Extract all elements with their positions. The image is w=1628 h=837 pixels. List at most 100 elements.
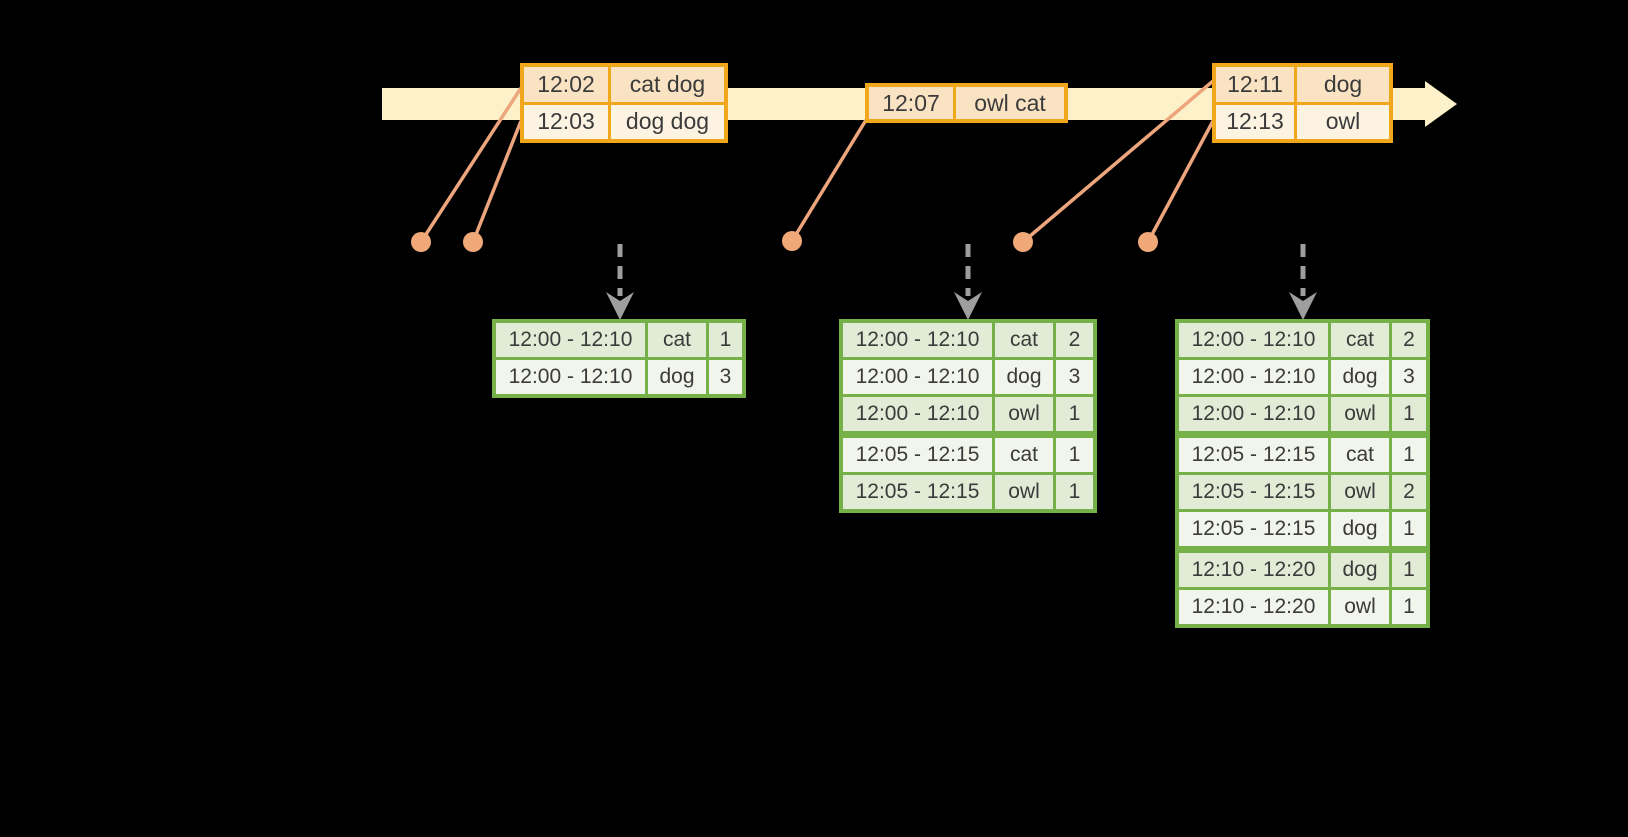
result-row: 12:00 - 12:10 cat 2 bbox=[1179, 323, 1426, 357]
result-row: 12:10 - 12:20 owl 1 bbox=[1179, 590, 1426, 624]
connector-line bbox=[419, 87, 523, 243]
connector-line bbox=[1021, 79, 1215, 244]
result-count: 3 bbox=[1392, 360, 1426, 394]
event-words: dog dog bbox=[611, 104, 724, 139]
result-table-2: 12:00 - 12:10 cat 2 12:00 - 12:10 dog 3 … bbox=[839, 319, 1097, 513]
result-row: 12:05 - 12:15 owl 2 bbox=[1179, 475, 1426, 509]
result-table-3: 12:00 - 12:10 cat 2 12:00 - 12:10 dog 3 … bbox=[1175, 319, 1430, 628]
event-dot bbox=[1138, 232, 1158, 252]
result-count: 1 bbox=[1056, 438, 1093, 472]
result-window: 12:05 - 12:15 bbox=[1179, 475, 1328, 509]
event-row: 12:03 dog dog bbox=[524, 104, 724, 139]
event-words: owl cat bbox=[956, 87, 1064, 119]
result-window: 12:00 - 12:10 bbox=[496, 360, 645, 394]
result-word: cat bbox=[648, 323, 706, 357]
result-window: 12:00 - 12:10 bbox=[1179, 397, 1328, 431]
result-window: 12:00 - 12:10 bbox=[843, 360, 992, 394]
window-group: 12:00 - 12:10 cat 2 12:00 - 12:10 dog 3 … bbox=[1179, 323, 1426, 431]
event-time: 12:03 bbox=[524, 104, 608, 139]
result-count: 1 bbox=[1392, 397, 1426, 431]
result-window: 12:10 - 12:20 bbox=[1179, 590, 1328, 624]
event-table-1: 12:02 cat dog 12:03 dog dog bbox=[520, 63, 728, 143]
result-row: 12:05 - 12:15 owl 1 bbox=[843, 475, 1093, 509]
result-row: 12:05 - 12:15 cat 1 bbox=[1179, 438, 1426, 472]
result-word: owl bbox=[995, 397, 1053, 431]
result-count: 1 bbox=[1392, 553, 1426, 587]
window-group: 12:05 - 12:15 cat 1 12:05 - 12:15 owl 1 bbox=[843, 438, 1093, 509]
connector-line bbox=[471, 120, 523, 243]
result-count: 3 bbox=[1056, 360, 1093, 394]
event-dot bbox=[782, 231, 802, 251]
event-words: owl bbox=[1297, 104, 1389, 139]
result-row: 12:00 - 12:10 dog 3 bbox=[496, 360, 742, 394]
connector-line bbox=[790, 119, 868, 242]
event-row: 12:02 cat dog bbox=[524, 67, 724, 102]
result-row: 12:05 - 12:15 cat 1 bbox=[843, 438, 1093, 472]
result-table-1: 12:00 - 12:10 cat 1 12:00 - 12:10 dog 3 bbox=[492, 319, 746, 398]
result-row: 12:00 - 12:10 dog 3 bbox=[1179, 360, 1426, 394]
window-group: 12:00 - 12:10 cat 1 12:00 - 12:10 dog 3 bbox=[496, 323, 742, 394]
result-row: 12:00 - 12:10 cat 2 bbox=[843, 323, 1093, 357]
event-time: 12:02 bbox=[524, 67, 608, 102]
connector-line bbox=[1146, 120, 1215, 243]
window-group: 12:10 - 12:20 dog 1 12:10 - 12:20 owl 1 bbox=[1179, 553, 1426, 624]
event-time: 12:11 bbox=[1216, 67, 1294, 102]
dashed-arrow-icon bbox=[954, 244, 982, 320]
result-window: 12:10 - 12:20 bbox=[1179, 553, 1328, 587]
result-word: dog bbox=[995, 360, 1053, 394]
result-row: 12:00 - 12:10 owl 1 bbox=[843, 397, 1093, 431]
result-word: cat bbox=[995, 438, 1053, 472]
event-time: 12:13 bbox=[1216, 104, 1294, 139]
dashed-arrow-icon bbox=[1289, 244, 1317, 320]
result-count: 1 bbox=[1056, 397, 1093, 431]
result-row: 12:10 - 12:20 dog 1 bbox=[1179, 553, 1426, 587]
dashed-arrow-icon bbox=[606, 244, 634, 320]
event-words: cat dog bbox=[611, 67, 724, 102]
event-time: 12:07 bbox=[869, 87, 953, 119]
event-row: 12:11 dog bbox=[1216, 67, 1389, 102]
result-count: 2 bbox=[1392, 323, 1426, 357]
result-window: 12:05 - 12:15 bbox=[1179, 512, 1328, 546]
event-words: dog bbox=[1297, 67, 1389, 102]
event-dot bbox=[463, 232, 483, 252]
result-count: 2 bbox=[1056, 323, 1093, 357]
window-group: 12:05 - 12:15 cat 1 12:05 - 12:15 owl 2 … bbox=[1179, 438, 1426, 546]
result-window: 12:05 - 12:15 bbox=[843, 475, 992, 509]
result-word: dog bbox=[648, 360, 706, 394]
event-row: 12:07 owl cat bbox=[869, 87, 1064, 119]
result-count: 1 bbox=[1392, 438, 1426, 472]
timeline-arrowhead-icon bbox=[1425, 81, 1457, 127]
result-window: 12:00 - 12:10 bbox=[1179, 323, 1328, 357]
result-word: owl bbox=[1331, 475, 1389, 509]
result-window: 12:05 - 12:15 bbox=[1179, 438, 1328, 472]
result-window: 12:00 - 12:10 bbox=[496, 323, 645, 357]
result-word: owl bbox=[1331, 397, 1389, 431]
result-row: 12:00 - 12:10 dog 3 bbox=[843, 360, 1093, 394]
event-row: 12:13 owl bbox=[1216, 104, 1389, 139]
result-word: cat bbox=[995, 323, 1053, 357]
event-dot bbox=[411, 232, 431, 252]
result-count: 2 bbox=[1392, 475, 1426, 509]
event-table-3: 12:11 dog 12:13 owl bbox=[1212, 63, 1393, 143]
result-count: 3 bbox=[709, 360, 742, 394]
result-count: 1 bbox=[1056, 475, 1093, 509]
result-window: 12:05 - 12:15 bbox=[843, 438, 992, 472]
result-word: dog bbox=[1331, 360, 1389, 394]
window-group: 12:00 - 12:10 cat 2 12:00 - 12:10 dog 3 … bbox=[843, 323, 1093, 431]
event-dot bbox=[1013, 232, 1033, 252]
result-word: cat bbox=[1331, 438, 1389, 472]
result-row: 12:05 - 12:15 dog 1 bbox=[1179, 512, 1426, 546]
result-row: 12:00 - 12:10 owl 1 bbox=[1179, 397, 1426, 431]
result-word: cat bbox=[1331, 323, 1389, 357]
result-window: 12:00 - 12:10 bbox=[843, 323, 992, 357]
result-word: owl bbox=[1331, 590, 1389, 624]
result-window: 12:00 - 12:10 bbox=[843, 397, 992, 431]
result-word: dog bbox=[1331, 553, 1389, 587]
event-table-2: 12:07 owl cat bbox=[865, 83, 1068, 123]
result-count: 1 bbox=[1392, 590, 1426, 624]
result-row: 12:00 - 12:10 cat 1 bbox=[496, 323, 742, 357]
result-count: 1 bbox=[1392, 512, 1426, 546]
result-word: dog bbox=[1331, 512, 1389, 546]
result-window: 12:00 - 12:10 bbox=[1179, 360, 1328, 394]
